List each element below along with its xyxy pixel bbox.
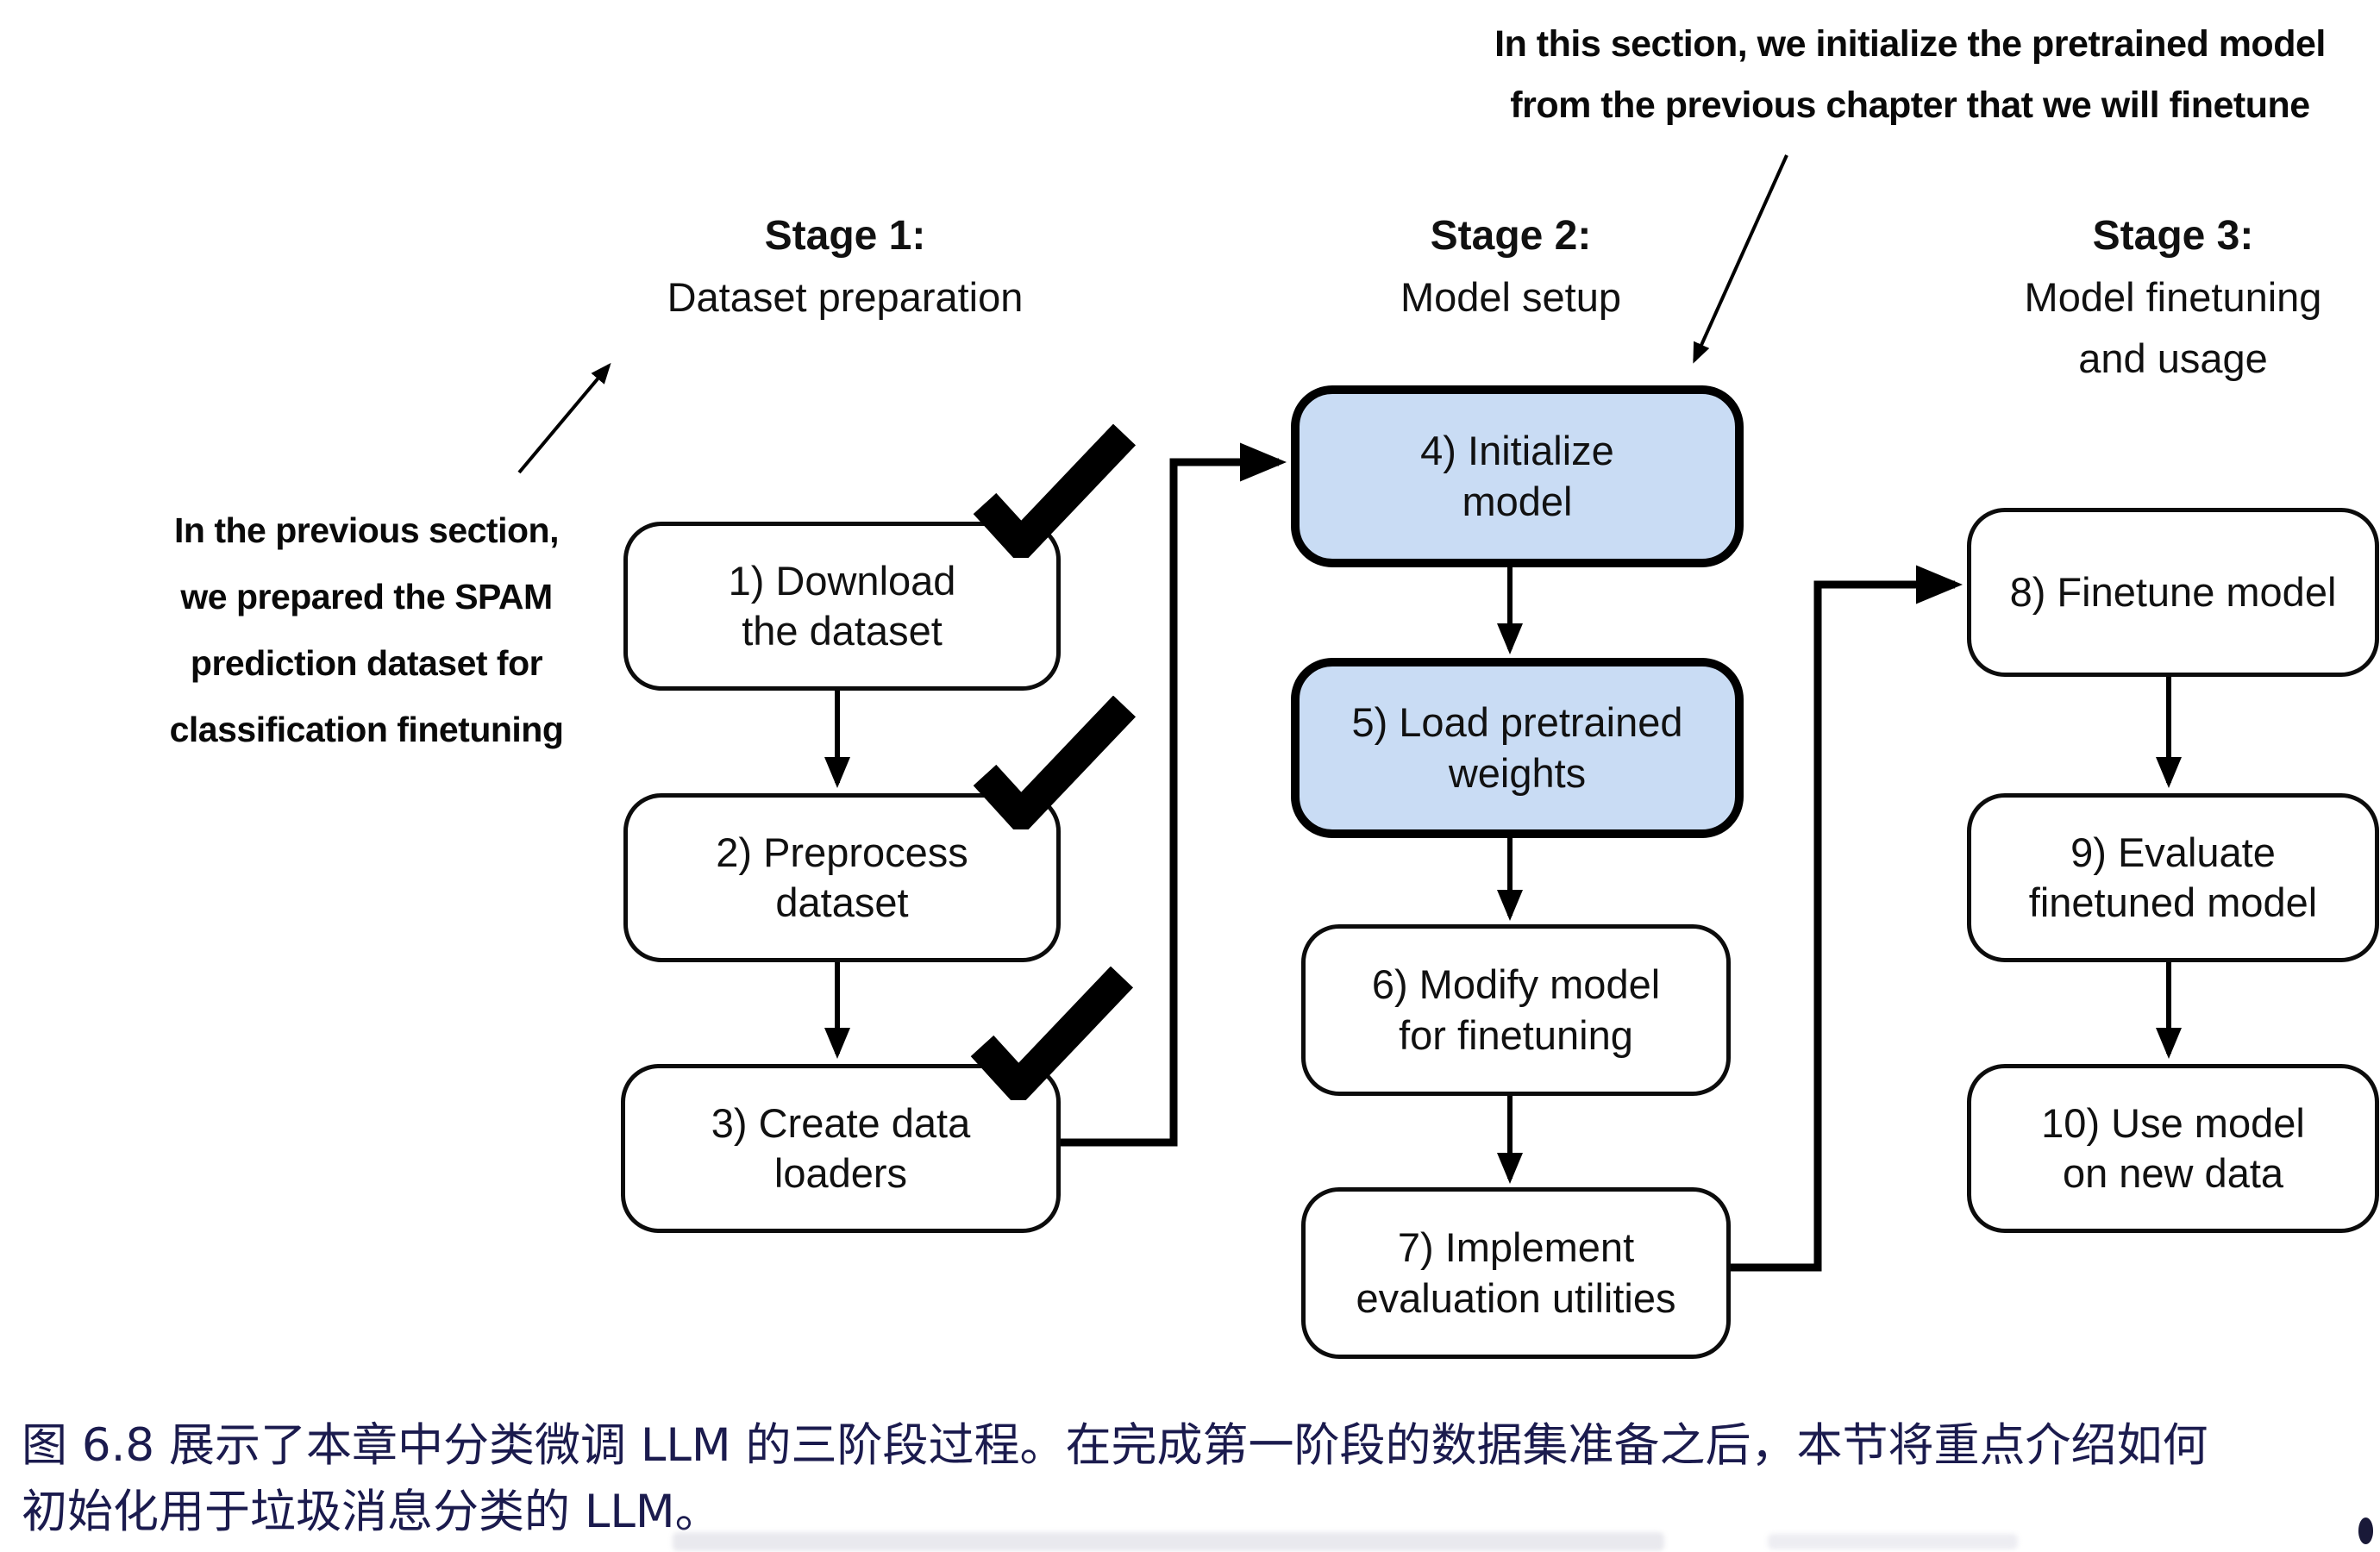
annotation-left-note: In the previous section, we prepared the… — [169, 510, 564, 749]
cutoff-text-ghost — [1768, 1534, 2018, 1549]
checkmark-icon — [973, 424, 1137, 558]
flow-box-10-use-model-new-data: 10) Use model on new data — [1967, 1064, 2379, 1233]
flow-box-7-label: 7) Implement evaluation utilities — [1356, 1224, 1676, 1321]
flow-box-6-label: 6) Modify model for finetuning — [1371, 961, 1661, 1058]
stage-3-subtitle: Model finetuning and usage — [2024, 274, 2322, 381]
flow-box-1-label: 1) Download the dataset — [728, 557, 956, 654]
checkmark-icon — [970, 967, 1134, 1100]
stage-2-title: Stage 2: — [1430, 213, 1592, 259]
stage-1-subtitle: Dataset preparation — [667, 274, 1024, 320]
flow-box-4-label: 4) Initialize model — [1420, 428, 1614, 524]
annotation-top-note: In this section, we initialize the pretr… — [1494, 23, 2326, 126]
flow-box-10-label: 10) Use model on new data — [2041, 1099, 2305, 1196]
flow-box-7-implement-evaluation-utilities: 7) Implement evaluation utilities — [1301, 1187, 1731, 1359]
flow-box-3-create-data-loaders: 3) Create data loaders — [621, 1064, 1061, 1233]
flow-box-9-label: 9) Evaluate finetuned model — [2028, 829, 2318, 925]
stage-1-title: Stage 1: — [764, 213, 926, 259]
flow-box-5-load-pretrained-weights: 5) Load pretrained weights — [1291, 658, 1744, 838]
stage-2-subtitle: Model setup — [1400, 274, 1622, 320]
figure-caption: 图 6.8 展示了本章中分类微调 LLM 的三阶段过程。在完成第一阶段的数据集准… — [22, 1419, 2208, 1538]
stage-3-title: Stage 3: — [2092, 213, 2254, 259]
stage-2-header: Stage 2: Model setup — [1261, 205, 1761, 328]
stage-1-header: Stage 1: Dataset preparation — [595, 205, 1095, 328]
flow-box-1-download-dataset: 1) Download the dataset — [623, 522, 1061, 691]
flow-box-9-evaluate-finetuned-model: 9) Evaluate finetuned model — [1967, 793, 2379, 962]
flow-box-2-label: 2) Preprocess dataset — [716, 829, 968, 925]
stage-3-header: Stage 3: Model finetuning and usage — [1923, 205, 2380, 389]
flow-box-5-label: 5) Load pretrained weights — [1351, 699, 1683, 796]
flow-box-4-initialize-model: 4) Initialize model — [1291, 385, 1744, 567]
cutoff-ink-dot — [2358, 1518, 2373, 1544]
flow-box-3-label: 3) Create data loaders — [711, 1099, 971, 1196]
flow-box-6-modify-model: 6) Modify model for finetuning — [1301, 924, 1731, 1096]
cutoff-text-ghost — [673, 1532, 1664, 1551]
flow-box-8-label: 8) Finetune model — [2009, 568, 2337, 615]
flow-box-2-preprocess-dataset: 2) Preprocess dataset — [623, 793, 1061, 962]
checkmark-icon — [973, 696, 1137, 829]
flow-box-8-finetune-model: 8) Finetune model — [1967, 508, 2379, 677]
